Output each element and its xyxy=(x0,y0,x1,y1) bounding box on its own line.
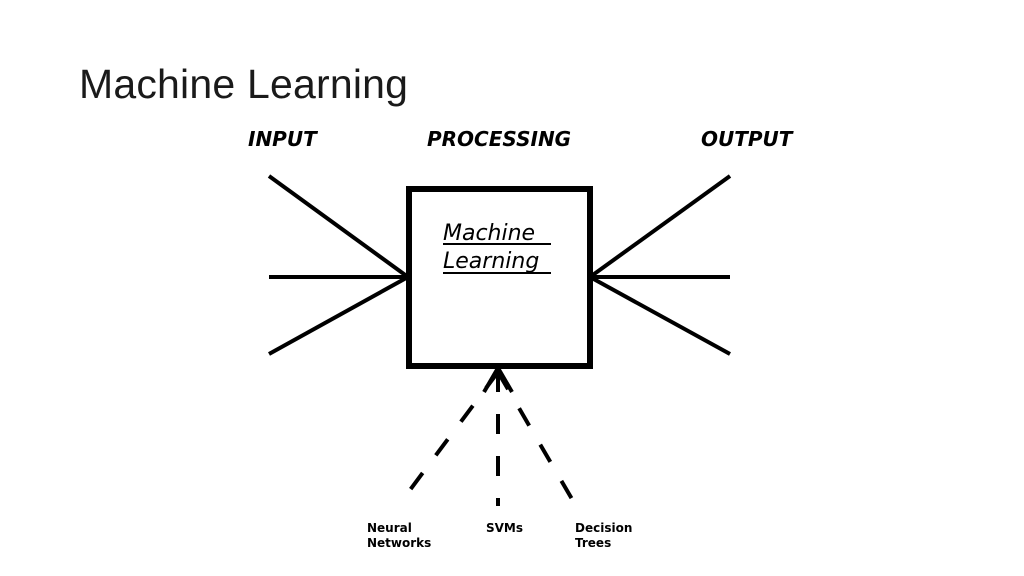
input-lines xyxy=(267,174,410,356)
label-neural-line1: Neural xyxy=(367,521,412,535)
input-line-top xyxy=(267,174,410,279)
output-line-bottom xyxy=(589,275,731,356)
slide-title: Machine Learning xyxy=(79,61,409,107)
processing-header: PROCESSING xyxy=(427,127,571,151)
input-header: INPUT xyxy=(248,127,318,151)
output-lines xyxy=(588,174,732,356)
processing-box xyxy=(406,186,593,369)
connector-neural-networks xyxy=(396,370,500,508)
label-neural-line2: Networks xyxy=(367,536,431,550)
output-header: OUTPUT xyxy=(701,127,794,151)
connector-decision-trees xyxy=(496,370,578,508)
box-label-line2: Learning xyxy=(443,249,539,274)
output-line-top xyxy=(588,174,732,279)
label-decision-line1: Decision xyxy=(575,521,632,535)
technique-connectors xyxy=(396,370,578,508)
label-decision-line2: Trees xyxy=(575,536,611,550)
label-svms: SVMs xyxy=(486,521,523,535)
input-line-bottom xyxy=(268,275,409,356)
box-label-line1: Machine xyxy=(443,221,535,246)
